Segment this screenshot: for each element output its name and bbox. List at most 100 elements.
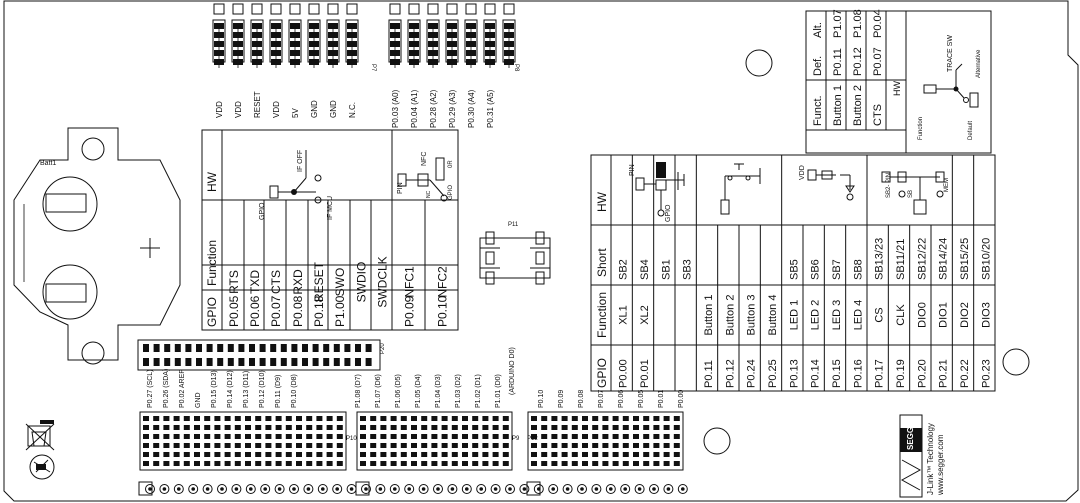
table-right-gpio-cell: P0.12: [724, 359, 736, 388]
pin-pad: [347, 23, 357, 29]
if-switch-schematic: GPIO IF OFF IF MCU: [259, 150, 334, 220]
pin-pad: [290, 59, 300, 65]
pin-square: [408, 3, 420, 15]
header-p7-pin-label: VDD: [272, 101, 281, 118]
table-right-gpio-cell: P0.13: [788, 359, 800, 388]
pin-pad: [428, 50, 438, 56]
table-right-gpio-cell: P0.21: [938, 359, 950, 388]
table-right-short-cell: SB3: [682, 259, 694, 280]
label-gpio: GPIO: [259, 202, 266, 220]
pin-square: [232, 3, 244, 15]
label-xl-gpio: GPIO: [665, 204, 672, 222]
pin-pad: [347, 32, 357, 38]
table-left-gpio-cell: P0.10: [436, 295, 450, 327]
table-right-gpio-header: GPIO: [595, 358, 609, 388]
header-p20: [137, 339, 381, 371]
table-right-function-cell: Button 4: [767, 295, 779, 336]
table-right-function-cell: LED 4: [852, 300, 864, 331]
table-left-gpio-cell: P0.08: [291, 295, 305, 327]
header-p8-name: P8: [513, 64, 519, 72]
pin-pad: [271, 50, 281, 56]
table-right-function-cell: CS: [874, 307, 886, 322]
pin-square: [289, 3, 301, 15]
mounting-hole: [1002, 348, 1030, 376]
header-p10-pin-label: P0.26 (SDA): [163, 369, 170, 408]
pin-pad: [252, 32, 262, 38]
header-p12-pin-label: P0.06: [618, 390, 625, 408]
table-left-hw-header: HW: [205, 171, 219, 192]
table-top-funct-cell: Button 2: [852, 85, 864, 126]
pin-pad: [233, 23, 243, 29]
table-right-function-cell: XL1: [618, 305, 630, 325]
pin-pad: [328, 32, 338, 38]
table-right-short-cell: SB13/23: [874, 238, 886, 280]
pin-pad: [466, 59, 476, 65]
header-p12-name: P12: [527, 436, 538, 442]
header-p12-pin-label: P0.08: [578, 390, 585, 408]
led-schematic: VDD: [799, 165, 855, 201]
table-right-function-cell: Button 1: [703, 295, 715, 336]
header-p8-pin-label: P0.31 (A5): [486, 89, 495, 128]
pin-pad: [328, 23, 338, 29]
table-right-gpio-cell: P0.11: [703, 360, 715, 388]
table-right-short-cell: SB5: [788, 259, 800, 280]
header-p10-pin-label: P0.27 (SCL): [147, 369, 154, 408]
table-left-function-cell: SWO: [333, 268, 347, 297]
header-p9-note: (ARDUINO D0): [509, 347, 516, 395]
table-right-gpio-cell: P0.01: [639, 359, 651, 388]
table-right-short-cell: SB6: [810, 259, 822, 280]
mounting-hole: [745, 49, 773, 77]
table-left-function-cell: RTS: [227, 270, 241, 294]
board-outline: [3, 0, 1079, 502]
pin-square: [213, 3, 225, 15]
header-p9-labels: P1.08 (D7)P1.07 (D6)P1.06 (D5)P1.05 (D4)…: [355, 374, 502, 408]
pin-pad: [328, 59, 338, 65]
header-p10-pin-label: GND: [195, 392, 202, 408]
table-right-function-cell: DIO1: [938, 302, 950, 328]
table-left-function-cell: NFC1: [403, 266, 417, 298]
pin-pad: [466, 41, 476, 47]
pin-pad: [271, 41, 281, 47]
pin-pad: [328, 50, 338, 56]
pin-pad: [233, 32, 243, 38]
segger-logo-line1: J-Link™ Technology: [926, 423, 935, 495]
label-if-mcu: IF MCU: [327, 196, 334, 220]
recycle-icon: [29, 454, 55, 480]
table-right-function-cell: DIO0: [916, 302, 928, 328]
table-top-funct-header: Funct.: [812, 95, 824, 126]
pin-pad: [447, 32, 457, 38]
pin-pad: [428, 41, 438, 47]
header-p10-pin-label: P0.12 (D10): [259, 370, 266, 408]
pin-pad: [409, 32, 419, 38]
table-left-function-header: Function: [205, 240, 219, 286]
label-nfc-pin: PIN: [397, 182, 404, 194]
label-nfc: NFC: [421, 152, 428, 166]
pin-pad: [390, 59, 400, 65]
table-right-gpio-cell: P0.17: [874, 359, 886, 388]
pin-square: [465, 3, 477, 15]
header-p7-pin-label: RESET: [253, 91, 262, 118]
table-right-gpio-cell: P0.20: [916, 359, 928, 388]
pin-pad: [347, 41, 357, 47]
header-p8-pin-label: P0.30 (A4): [467, 89, 476, 128]
header-p10-pin-label: P0.14 (D12): [227, 370, 234, 408]
label-mem: MEM: [944, 178, 950, 192]
pin-pad: [233, 59, 243, 65]
table-right-function-cell: LED 3: [831, 300, 843, 331]
pin-pad: [214, 23, 224, 29]
table-top-funct-cell: CTS: [872, 104, 884, 126]
pin-pad: [504, 50, 514, 56]
header-p8-pin-label: P0.04 (A1): [410, 89, 419, 128]
label-vdd: VDD: [799, 165, 806, 180]
table-right-gpio-cell: P0.22: [959, 359, 971, 388]
label-sb: SB: [908, 190, 914, 198]
table-right-function-cell: LED 1: [788, 300, 800, 331]
pin-pad: [485, 32, 495, 38]
trace-switch-schematic: TRACE SW Alternative Function Default: [918, 35, 982, 140]
table-right-short-cell: SB8: [852, 259, 864, 280]
table-top-def-cell: P0.12: [852, 47, 864, 76]
